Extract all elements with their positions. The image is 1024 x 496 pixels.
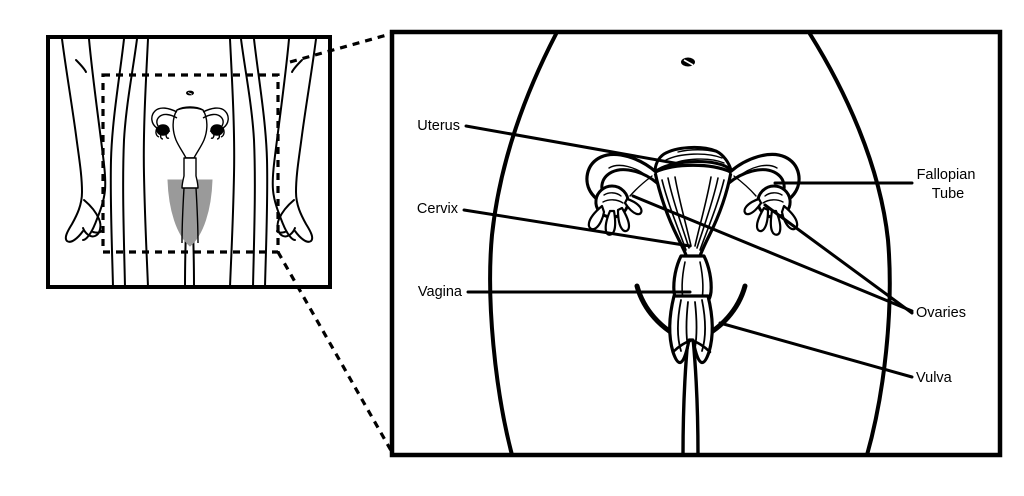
label-fallopian-tube: Fallopian Tube: [917, 167, 980, 202]
label-vagina: Vagina: [418, 284, 463, 300]
label-vulva: Vulva: [916, 370, 953, 386]
leader-cervix: [462, 208, 692, 248]
connector-upper-dashed: [289, 31, 395, 64]
ovary-right: [743, 184, 799, 236]
label-cervix: Cervix: [417, 201, 459, 217]
overview-pubic-shading: [167, 179, 213, 247]
overview-left-arm: [61, 38, 107, 243]
detail-uterus-illustration: [585, 145, 801, 365]
label-fallopian-tube-line2: Tube: [932, 186, 965, 202]
detail-body-outline: [488, 32, 892, 457]
label-leader-lines: [462, 124, 914, 379]
detail-navel-icon: [681, 57, 695, 67]
uterus-body: [653, 163, 733, 266]
leader-ovaries-left: [631, 194, 914, 313]
leader-uterus: [464, 124, 682, 166]
leader-ovaries-right: [763, 203, 914, 315]
overview-right-arm: [271, 38, 317, 243]
detail-right-contour: [808, 32, 892, 457]
overview-navel-icon: [186, 90, 194, 96]
label-ovaries: Ovaries: [916, 305, 966, 321]
detail-left-contour: [488, 32, 558, 457]
magnification-selection-box[interactable]: [101, 73, 280, 254]
leader-vulva: [718, 321, 914, 379]
label-fallopian-tube-line1: Fallopian: [917, 167, 976, 183]
overview-uterus-illustration: [151, 106, 229, 244]
label-uterus: Uterus: [417, 118, 460, 134]
